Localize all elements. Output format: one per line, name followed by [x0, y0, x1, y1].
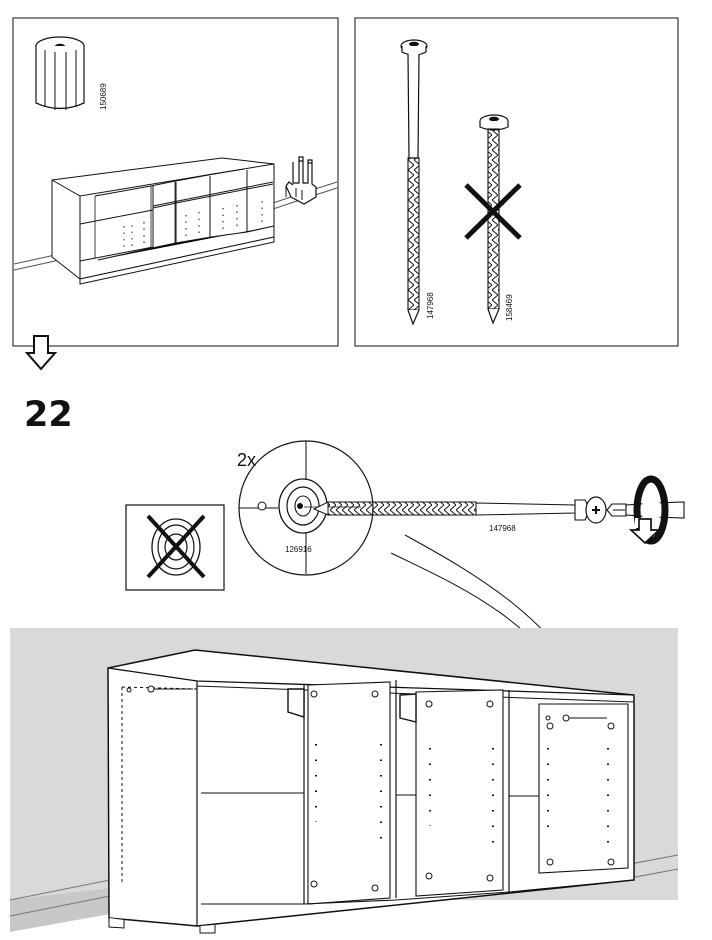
mini-cabinet-illustration	[13, 157, 338, 285]
floor-trim	[10, 888, 110, 932]
right-top-panel: 147968 158469	[354, 17, 679, 347]
right-top-panel-frame	[354, 17, 679, 347]
wrong-washer-box	[125, 504, 225, 591]
long-screw-horizontal	[312, 496, 607, 524]
screw-part-number: 147968	[489, 524, 516, 533]
magnified-detail	[238, 440, 374, 576]
cross-icon	[464, 183, 522, 240]
left-top-panel: 150689	[12, 17, 339, 347]
wall-pad-part	[35, 36, 85, 110]
step-number: 22	[24, 395, 73, 435]
short-screw-part-number: 158469	[505, 294, 514, 321]
long-screw	[400, 39, 428, 326]
clockwise-arrow-icon	[628, 475, 669, 545]
quantity-label: 2x	[237, 450, 256, 470]
main-cabinet-scene	[9, 628, 679, 934]
hand-icon	[285, 156, 317, 205]
left-part-number: 150689	[99, 83, 108, 110]
long-screw-part-number: 147968	[426, 292, 435, 319]
down-arrow-icon	[24, 335, 58, 371]
washer-part-number: 126916	[285, 545, 312, 554]
